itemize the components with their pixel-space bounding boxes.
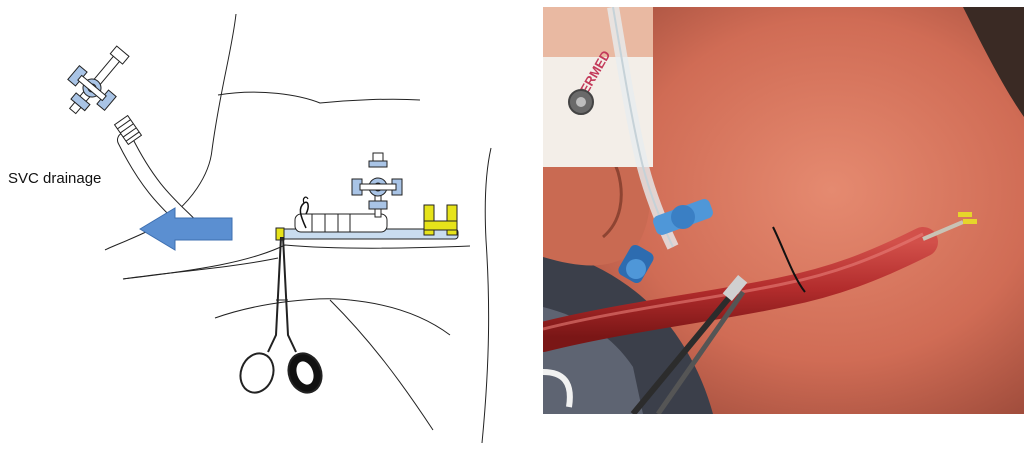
surgical-photo: VERMED [543,7,1024,414]
schematic-drawing [0,0,530,449]
schematic-diagram: SVC drainage [0,0,530,449]
side-stopcock [352,153,402,217]
contour-clavicle [215,299,450,335]
upper-stopcock [54,36,141,127]
yellow-tips [958,212,972,217]
upper-cannula [54,36,190,225]
forceps-diagram [235,237,327,397]
side-cannula [276,153,458,240]
contour-shoulder [482,148,491,443]
contour-jaw [218,92,420,103]
svc-drainage-label: SVC drainage [8,170,101,187]
contour-chest [330,300,433,430]
photo-illustration: VERMED [543,7,1024,414]
forceps-ring-left [235,349,279,398]
